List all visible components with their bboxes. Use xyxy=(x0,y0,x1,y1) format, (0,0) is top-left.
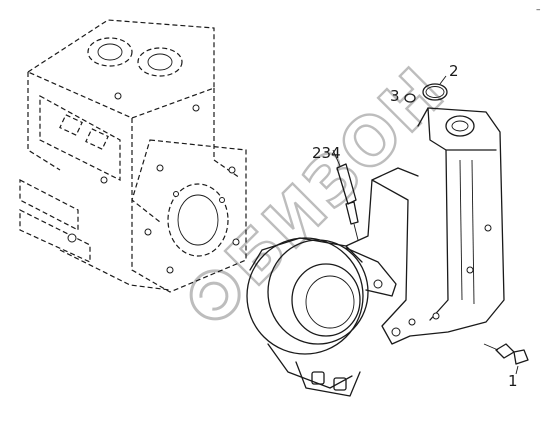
watermark: БИЗОН xyxy=(189,51,461,321)
flywheel-housing xyxy=(246,237,397,397)
corner-mark: – xyxy=(536,5,541,15)
part-3-seal xyxy=(404,93,416,103)
part-1-plug xyxy=(483,343,529,375)
callout-1: 1 xyxy=(508,372,518,390)
part-2-o-ring xyxy=(422,75,448,101)
watermark-text: БИЗОН xyxy=(212,52,460,300)
part-234-sensor xyxy=(332,149,359,241)
gear-cover-plate xyxy=(345,107,505,345)
callout-234: 234 xyxy=(312,144,341,162)
engine-block xyxy=(19,19,247,293)
callout-3: 3 xyxy=(390,87,400,105)
callout-2: 2 xyxy=(449,62,459,80)
